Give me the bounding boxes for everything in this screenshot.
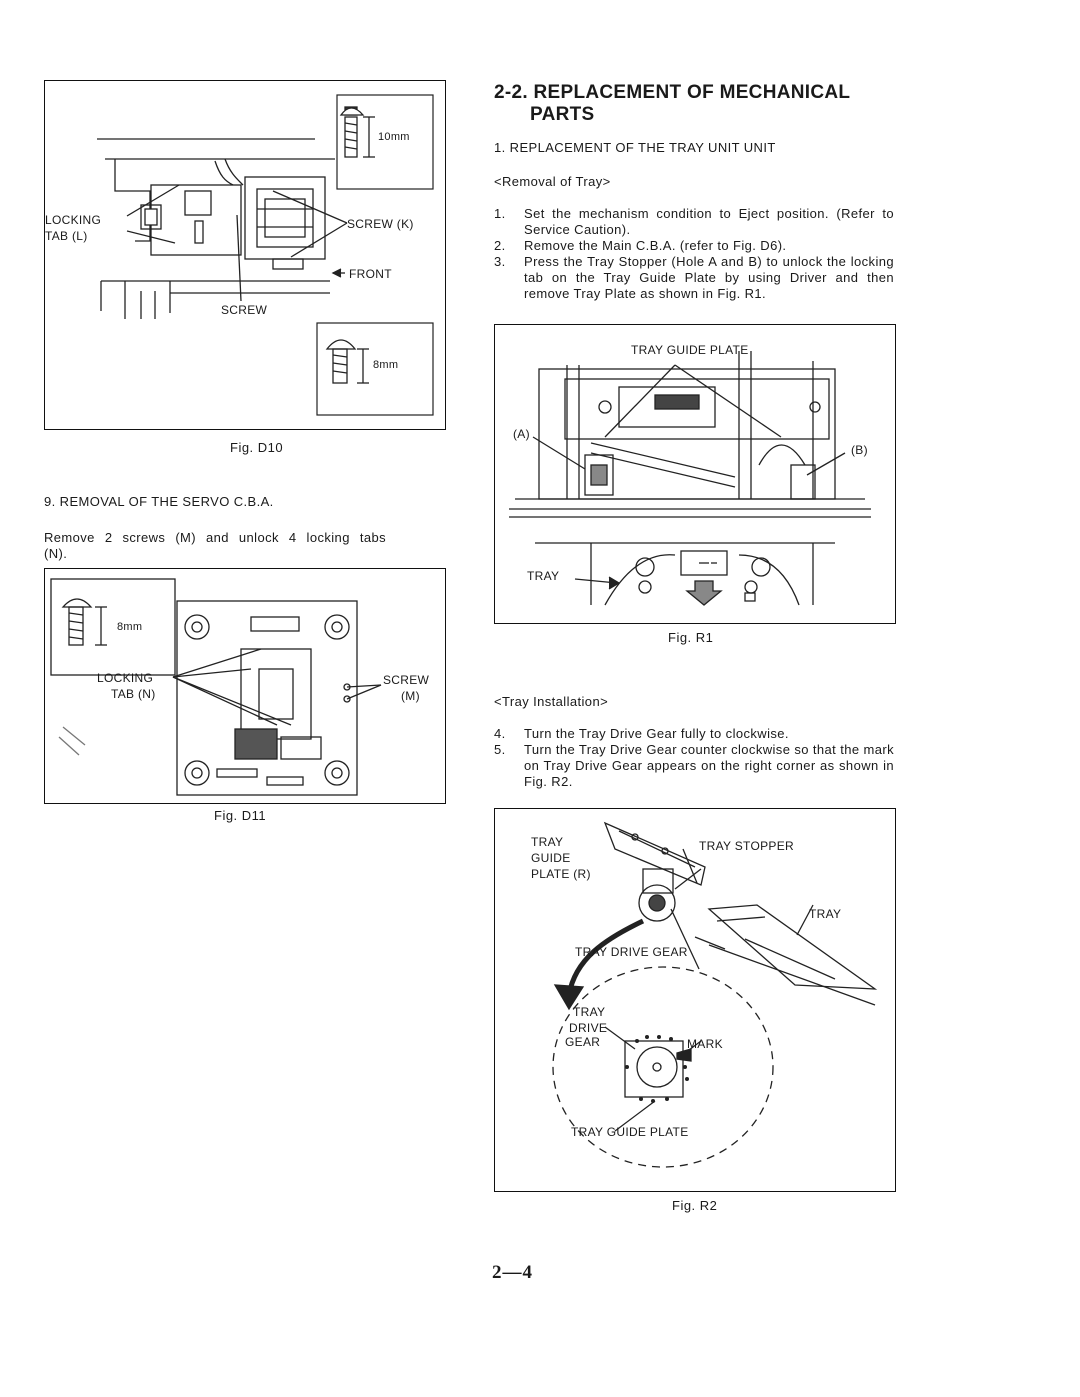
removal-step-3-num: 3.	[494, 254, 506, 269]
removal-step-1-num: 1.	[494, 206, 506, 221]
removal-step-2-num: 2.	[494, 238, 506, 253]
caption-fig-d10: Fig. D10	[230, 440, 284, 455]
install-step-4-num: 4.	[494, 726, 506, 741]
install-step-4-text: Turn the Tray Drive Gear fully to clockw…	[524, 726, 789, 741]
r2-tray-guide-plate-label: TRAY GUIDE PLATE	[571, 1125, 689, 1139]
page-number: 2—4	[492, 1262, 533, 1283]
d11-locking-label: LOCKING	[97, 671, 154, 685]
r2-tray-stopper-label: TRAY STOPPER	[699, 839, 794, 853]
removal-step-2-text: Remove the Main C.B.A. (refer to Fig. D6…	[524, 238, 787, 253]
caption-fig-r2: Fig. R2	[672, 1198, 718, 1213]
install-step-5-text: Turn the Tray Drive Gear counter clockwi…	[524, 742, 894, 789]
r2-inset-drive-label: DRIVE	[569, 1021, 608, 1035]
d11-tab-label: TAB (N)	[111, 687, 156, 701]
d11-screw-m-label: (M)	[401, 689, 420, 703]
figure-d10-drawing	[97, 94, 434, 416]
install-step-5-num: 5.	[494, 742, 506, 757]
servo-body-2: (N).	[44, 546, 68, 561]
d10-screw-label: SCREW	[221, 303, 268, 317]
r2-tray-guide-label-1: TRAY	[531, 835, 564, 849]
r1-hole-a-label: (A)	[513, 427, 530, 441]
install-heading: <Tray Installation>	[494, 694, 609, 709]
removal-step-3-text: Press the Tray Stopper (Hole A and B) to…	[524, 254, 894, 301]
d11-size-8mm: 8mm	[117, 621, 143, 633]
figure-d10: 10mm LOCKING TAB (L) SCREW (K) FRONT SCR…	[44, 80, 446, 430]
d10-size-8mm: 8mm	[373, 359, 399, 371]
figure-d11-drawing	[50, 578, 382, 796]
r2-inset-tray-label: TRAY	[573, 1005, 606, 1019]
section-title-line-2: PARTS	[530, 104, 595, 125]
servo-heading: 9. REMOVAL OF THE SERVO C.B.A.	[44, 494, 274, 509]
d10-tab-label: TAB (L)	[45, 229, 88, 243]
r1-hole-b-label: (B)	[851, 443, 868, 457]
r2-inset-gear-label: GEAR	[565, 1035, 601, 1049]
r2-mark-label: MARK	[687, 1037, 723, 1051]
d10-screw-k-label: SCREW (K)	[347, 217, 414, 231]
d11-screw-label: SCREW	[383, 673, 430, 687]
removal-heading: <Removal of Tray>	[494, 174, 611, 189]
r2-tray-label: TRAY	[809, 907, 842, 921]
r1-tray-label: TRAY	[527, 569, 560, 583]
d10-front-label: FRONT	[349, 267, 392, 281]
caption-fig-r1: Fig. R1	[668, 630, 714, 645]
r2-tray-drive-gear-label: TRAY DRIVE GEAR	[575, 945, 688, 959]
d10-locking-label: LOCKING	[45, 213, 102, 227]
figure-r1: TRAY GUIDE PLATE (A) (B) TRAY	[494, 324, 896, 624]
r2-tray-guide-label-3: PLATE (R)	[531, 867, 591, 881]
r2-tray-guide-label-2: GUIDE	[531, 851, 571, 865]
servo-body-1: Remove 2 screws (M) and unlock 4 locking…	[44, 530, 387, 545]
removal-step-1-text: Set the mechanism condition to Eject pos…	[524, 206, 894, 237]
figure-r2-drawing	[552, 821, 878, 1168]
figure-d11: 8mm LOCKING TAB (N) SCREW (M)	[44, 568, 446, 804]
r1-tray-guide-plate-label: TRAY GUIDE PLATE	[631, 343, 749, 357]
section-title-line-1: 2-2. REPLACEMENT OF MECHANICAL	[494, 82, 851, 103]
caption-fig-d11: Fig. D11	[214, 808, 267, 823]
section-subtitle: 1. REPLACEMENT OF THE TRAY UNIT UNIT	[494, 140, 776, 155]
d10-size-10mm: 10mm	[378, 131, 410, 143]
figure-r1-drawing	[509, 351, 871, 606]
figure-r2: TRAY GUIDE PLATE (R) TRAY STOPPER TRAY T…	[494, 808, 896, 1192]
